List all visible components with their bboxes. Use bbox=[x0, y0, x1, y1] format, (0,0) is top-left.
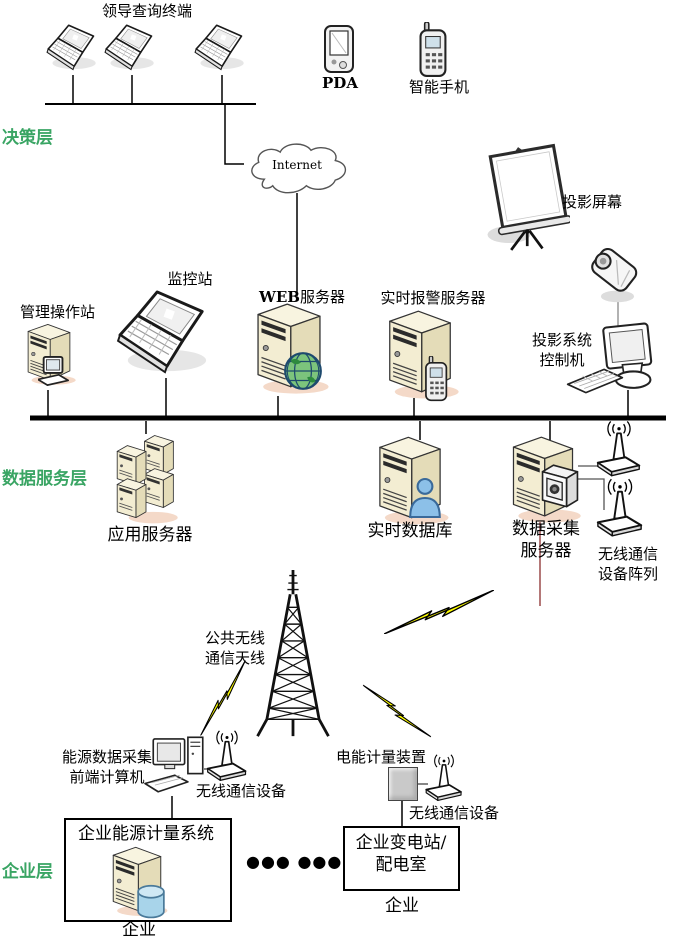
alarm-server-label: 实时报警服务器 bbox=[380, 289, 486, 307]
energy-system-label: 企业能源计量系统 bbox=[78, 824, 214, 844]
wireless-device-left-label: 无线通信设备 bbox=[195, 782, 286, 800]
lightning-bolt-icon bbox=[384, 590, 494, 634]
substation-label: 企业变电站/ 配电室 bbox=[355, 833, 447, 876]
app-server-label: 应用服务器 bbox=[107, 525, 193, 545]
daq-server-label: 数据采集 服务器 bbox=[512, 519, 580, 562]
wireless-router-icon bbox=[596, 420, 642, 478]
monitor-station-label: 监控站 bbox=[167, 270, 213, 288]
projector-control-label: 投影系统 控制机 bbox=[531, 331, 592, 369]
power-meter-label: 电能计量装置 bbox=[335, 748, 426, 766]
wireless-device-right-label: 无线通信设备 bbox=[408, 804, 499, 822]
web-server-label: WEB服务器 bbox=[259, 288, 345, 306]
cellphone-icon bbox=[424, 356, 450, 402]
laptop-drop-lines bbox=[72, 75, 223, 104]
person-icon bbox=[406, 476, 444, 520]
leader-terminal-label: 领导查询终端 bbox=[101, 2, 192, 20]
pda-icon bbox=[322, 24, 358, 76]
service-bus-upper-drop-lines bbox=[47, 378, 629, 416]
frontend-computer-label: 能源数据采集 前端计算机 bbox=[61, 748, 152, 786]
keyboard-icon bbox=[566, 366, 624, 396]
enterprise-layer-label: 企业层 bbox=[2, 862, 53, 882]
wireless-router-icon bbox=[206, 728, 248, 784]
database-cylinder-icon bbox=[134, 884, 168, 920]
wireless-array-label: 无线通信 设备阵列 bbox=[597, 545, 658, 583]
power-meter-box bbox=[388, 767, 418, 801]
admin-station-label: 管理操作站 bbox=[19, 303, 95, 321]
mini-pc-icon bbox=[38, 354, 70, 388]
laptop-icon bbox=[194, 24, 248, 73]
pda-label: PDA bbox=[322, 74, 358, 92]
laptop-icon bbox=[46, 24, 100, 73]
enterprise-left-label: 企业 bbox=[122, 920, 156, 940]
service-bus-lower-drop-lines bbox=[145, 421, 551, 470]
public-antenna-label: 公共无线 通信天线 bbox=[204, 629, 265, 667]
decision-layer-label: 决策层 bbox=[2, 128, 53, 148]
realtime-db-label: 实时数据库 bbox=[367, 521, 453, 541]
smartphone-label: 智能手机 bbox=[408, 78, 469, 96]
globe-icon bbox=[282, 350, 324, 392]
projector-icon bbox=[586, 243, 644, 305]
ellipsis-dots: ●●● ●●● bbox=[246, 852, 343, 871]
internet-label: Internet bbox=[272, 158, 322, 172]
laptop-icon bbox=[104, 24, 158, 73]
service-layer-label: 数据服务层 bbox=[2, 469, 87, 489]
bus-to-internet-line bbox=[224, 104, 244, 165]
server-cluster-icon bbox=[110, 428, 182, 528]
meter-device-icon bbox=[538, 463, 582, 511]
laptop-icon bbox=[116, 290, 214, 378]
cellphone-icon bbox=[418, 22, 450, 78]
daq-to-router-links bbox=[578, 465, 605, 510]
projection-screen-label: 投影屏幕 bbox=[561, 193, 622, 211]
substation-box bbox=[343, 826, 460, 891]
enterprise-right-label: 企业 bbox=[385, 896, 419, 916]
wireless-router-icon bbox=[596, 478, 644, 538]
